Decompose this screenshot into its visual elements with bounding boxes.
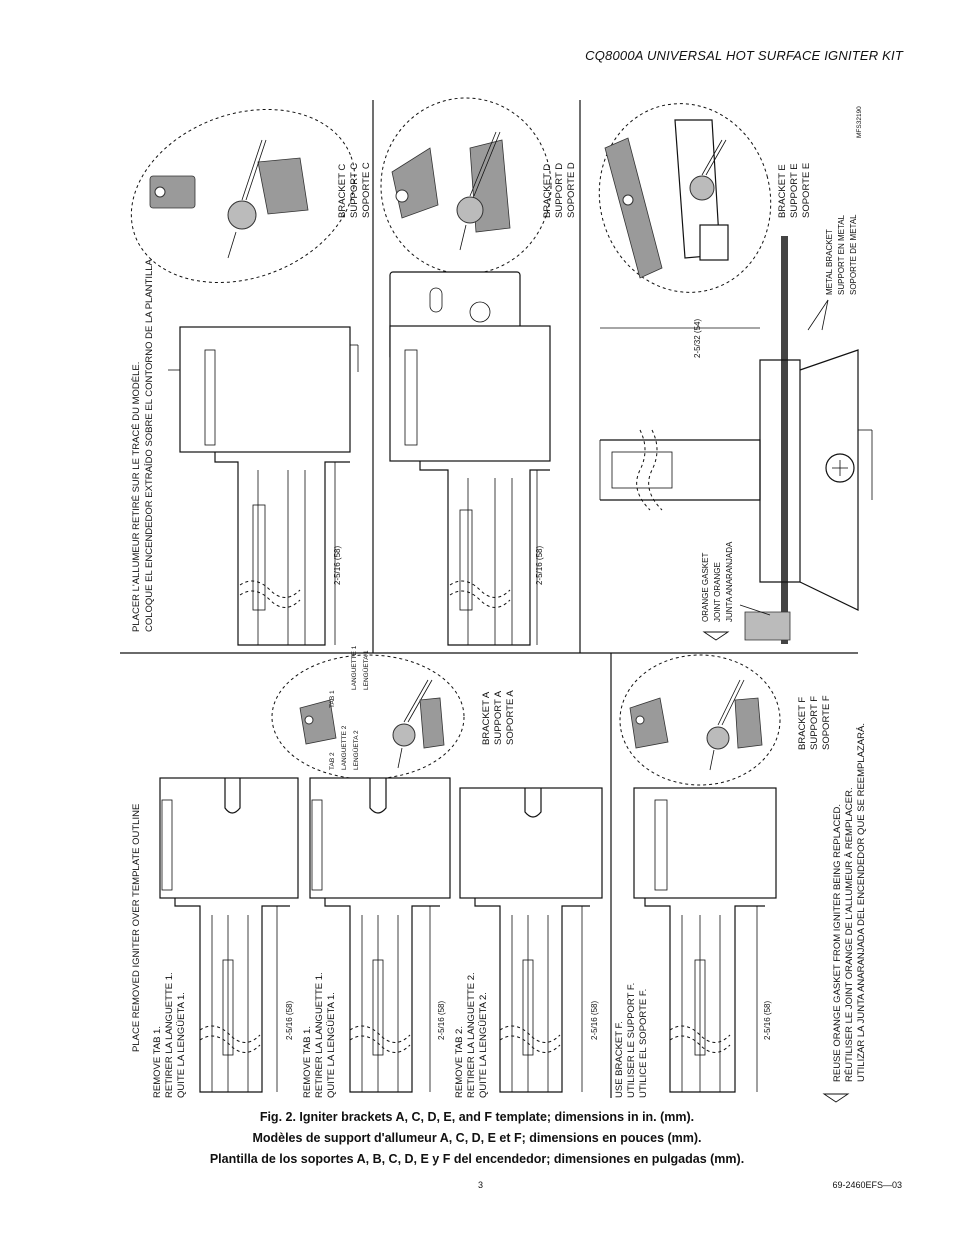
tab1-label: TAB 1 <box>329 690 336 708</box>
tab2-label: TAB 2 <box>329 752 336 770</box>
bracket-a-label-es: SOPORTE A <box>505 690 516 745</box>
page-header: CQ8000A UNIVERSAL HOT SURFACE IGNITER KI… <box>585 48 903 63</box>
figure-caption-en: Fig. 2. Igniter brackets A, C, D, E, and… <box>259 1110 695 1124</box>
figure-caption-es: Plantilla de los soportes A, B, C, D, E … <box>209 1152 745 1166</box>
gasket-label-en: ORANGE GASKET <box>701 553 710 622</box>
row2-line1: REMOVE TAB 1. <box>302 1026 313 1098</box>
metal-bracket-arrow <box>807 299 829 331</box>
metal-bar <box>781 236 788 644</box>
row4-line1: USE BRACKET F. <box>614 1021 625 1098</box>
row2-line2: RETIRER LA LANGUETTE 1. <box>314 972 325 1098</box>
bracket-e-label-en: BRACKET E <box>777 164 788 218</box>
row1-dimension: 2-5/16 (58) <box>285 1001 294 1040</box>
bracket-e-photo <box>604 119 729 279</box>
note-line-1: REUSE ORANGE GASKET FROM IGNITER BEING R… <box>832 804 843 1082</box>
row3-line3: QUITE LA LENGÜETA 2. <box>478 992 489 1098</box>
panel-bracket-d: BRACKET D SUPPORT D SOPORTE D 2-5/16 (58… <box>380 97 577 646</box>
detail-circle-f <box>619 654 781 786</box>
document-number: 69-2460EFS—03 <box>832 1180 902 1190</box>
row1-line1: REMOVE TAB 1. <box>152 1026 163 1098</box>
row1-line2: RETIRER LA LANGUETTE 1. <box>164 972 175 1098</box>
row3-line1: REMOVE TAB 2. <box>454 1026 465 1098</box>
bracket-c-label-fr: SUPPORT C <box>349 163 360 218</box>
template-row-3 <box>459 787 603 1093</box>
bracket-d-photo <box>391 131 511 251</box>
lengueta2-label: LENGÜETA 2 <box>352 730 360 770</box>
bracket-f-photo <box>629 679 763 771</box>
metal-bracket-label-en: METAL BRACKET <box>825 229 834 295</box>
bracket-a-label-en: BRACKET A <box>481 691 492 745</box>
dimension-d: 2-5/16 (58) <box>535 546 544 585</box>
igniter-outline-d <box>389 271 551 646</box>
row4-dimension: 2-5/16 (58) <box>763 1001 772 1040</box>
row4-line2: UTILISER LE SUPPORT F. <box>626 983 637 1098</box>
bracket-c-label-es: SOPORTE C <box>361 162 372 218</box>
bracket-e-label-fr: SUPPORT E <box>789 163 800 218</box>
gasket-label-es: JUNTA ANARANJADA <box>725 541 734 622</box>
figure-id: MFS32190 <box>856 106 863 138</box>
row2-line3: QUITE LA LENGÜETA 1. <box>326 992 337 1098</box>
template-row-1 <box>159 777 299 1093</box>
template-row-2 <box>309 777 451 1093</box>
igniter-outline-e <box>599 236 873 644</box>
bracket-a-photo <box>299 679 445 769</box>
bracket-c-photo <box>149 139 309 259</box>
detail-circle-a <box>271 654 465 780</box>
panel-bracket-e: MFS32190 BRACKET E SUPPORT E SOPORTE E M… <box>598 103 873 644</box>
lengueta1-label: LENGÜETA 1 <box>362 650 370 690</box>
note-line-3: UTILIZAR LA JUNTA ANARANJADA DEL ENCENDE… <box>856 723 867 1082</box>
gasket-label-fr: JOINT ORANGE <box>713 562 722 622</box>
bracket-d-label-en: BRACKET D <box>542 164 553 218</box>
bracket-f-label-en: BRACKET F <box>797 697 808 750</box>
template-row-4 <box>633 787 777 1093</box>
bracket-f-label-fr: SUPPORT F <box>809 696 820 750</box>
figure-caption-fr: Modèles de support d'allumeur A, C, D, E… <box>252 1131 702 1145</box>
panel-bracket-f: BRACKET F SUPPORT F SOPORTE F USE BRACKE… <box>614 654 867 1103</box>
row2-dimension: 2-5/16 (58) <box>437 1001 446 1040</box>
bracket-f-label-es: SOPORTE F <box>821 695 832 750</box>
dimension-e: 2-5/32 (54) <box>693 319 702 358</box>
warning-icon-note <box>822 1093 850 1103</box>
page-number: 3 <box>478 1180 484 1190</box>
detail-circle-e <box>598 103 772 293</box>
metal-bracket-arrow-2 <box>821 299 829 331</box>
instruction-fr: PLACER L'ALLUMEUR RETIRÉ SUR LE TRACÉ DU… <box>131 362 142 632</box>
row3-line2: RETIRER LA LANGUETTE 2. <box>466 972 477 1098</box>
orange-gasket <box>744 611 791 641</box>
metal-bracket-label-es: SOPORTE DE METAL <box>849 214 858 295</box>
languette2-label: LANGUETTE 2 <box>341 725 348 770</box>
bracket-d-label-es: SOPORTE D <box>566 162 577 218</box>
note-line-2: RÉUTILISER LE JOINT ORANGE DE L'ALLUMEUR… <box>844 787 855 1082</box>
warning-icon-gasket <box>702 631 730 641</box>
row4-line3: UTILICE EL SOPORTE F. <box>638 989 649 1098</box>
row3-dimension: 2-5/16 (58) <box>590 1001 599 1040</box>
instruction-es: COLOQUE EL ENCENDEDOR EXTRAÍDO SOBRE EL … <box>144 258 155 632</box>
languette1-label: LANGUETTE 1 <box>351 645 358 690</box>
bracket-a-label-fr: SUPPORT A <box>493 690 504 745</box>
dimension-c: 2-5/16 (58) <box>333 546 342 585</box>
metal-bracket-label-fr: SUPPORT EN METAL <box>837 214 846 295</box>
igniter-outline-c <box>168 326 359 646</box>
row1-line3: QUITE LA LENGÜETA 1. <box>176 992 187 1098</box>
bracket-d-label-fr: SUPPORT D <box>554 163 565 218</box>
bracket-c-label-en: BRACKET C <box>337 164 348 218</box>
bracket-e-label-es: SOPORTE E <box>801 163 812 218</box>
instruction-en: PLACE REMOVED IGNITER OVER TEMPLATE OUTL… <box>131 804 142 1052</box>
detail-circle-d <box>380 97 552 275</box>
panel-bracket-c: BRACKET C SUPPORT C SOPORTE C PLACER L'A… <box>130 108 372 646</box>
panel-bracket-a: PLACE REMOVED IGNITER OVER TEMPLATE OUTL… <box>131 645 603 1098</box>
